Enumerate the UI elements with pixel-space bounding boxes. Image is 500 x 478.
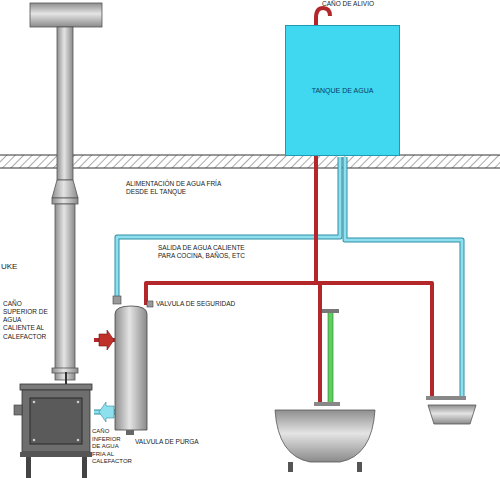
sink	[426, 396, 476, 424]
callout-label: VALVULA DE SEGURIDAD	[156, 300, 256, 308]
flow-arrow	[99, 330, 114, 350]
flow-arrow	[99, 402, 114, 422]
ground-band	[0, 155, 500, 168]
tank-label: TANQUE DE AGUA	[312, 87, 374, 94]
cold-water-pipes	[94, 157, 462, 412]
callout-label: VALVULA DE PURGA	[135, 438, 215, 446]
callout-label: UKE	[1, 262, 31, 272]
hot-water-cylinder	[113, 296, 153, 435]
callout-label: CAÑO INFERIOR DE AGUA FRIA AL CALEFACTOR	[92, 428, 130, 466]
bathtub	[275, 309, 375, 472]
callout-label: SALIDA DE AGUA CALIENTE PARA COCINA, BAÑ…	[158, 244, 262, 260]
water-tank: TANQUE DE AGUA	[285, 25, 400, 156]
callout-label: ALIMENTACIÓN DE AGUA FRÍA DESDE EL TANQU…	[126, 180, 222, 196]
callout-label: CAÑO SUPERIOR DE AGUA CALIENTE AL CALEFA…	[3, 300, 53, 341]
callout-label: CAÑO DE ALIVIO	[322, 0, 412, 8]
wood-stove	[14, 384, 92, 478]
